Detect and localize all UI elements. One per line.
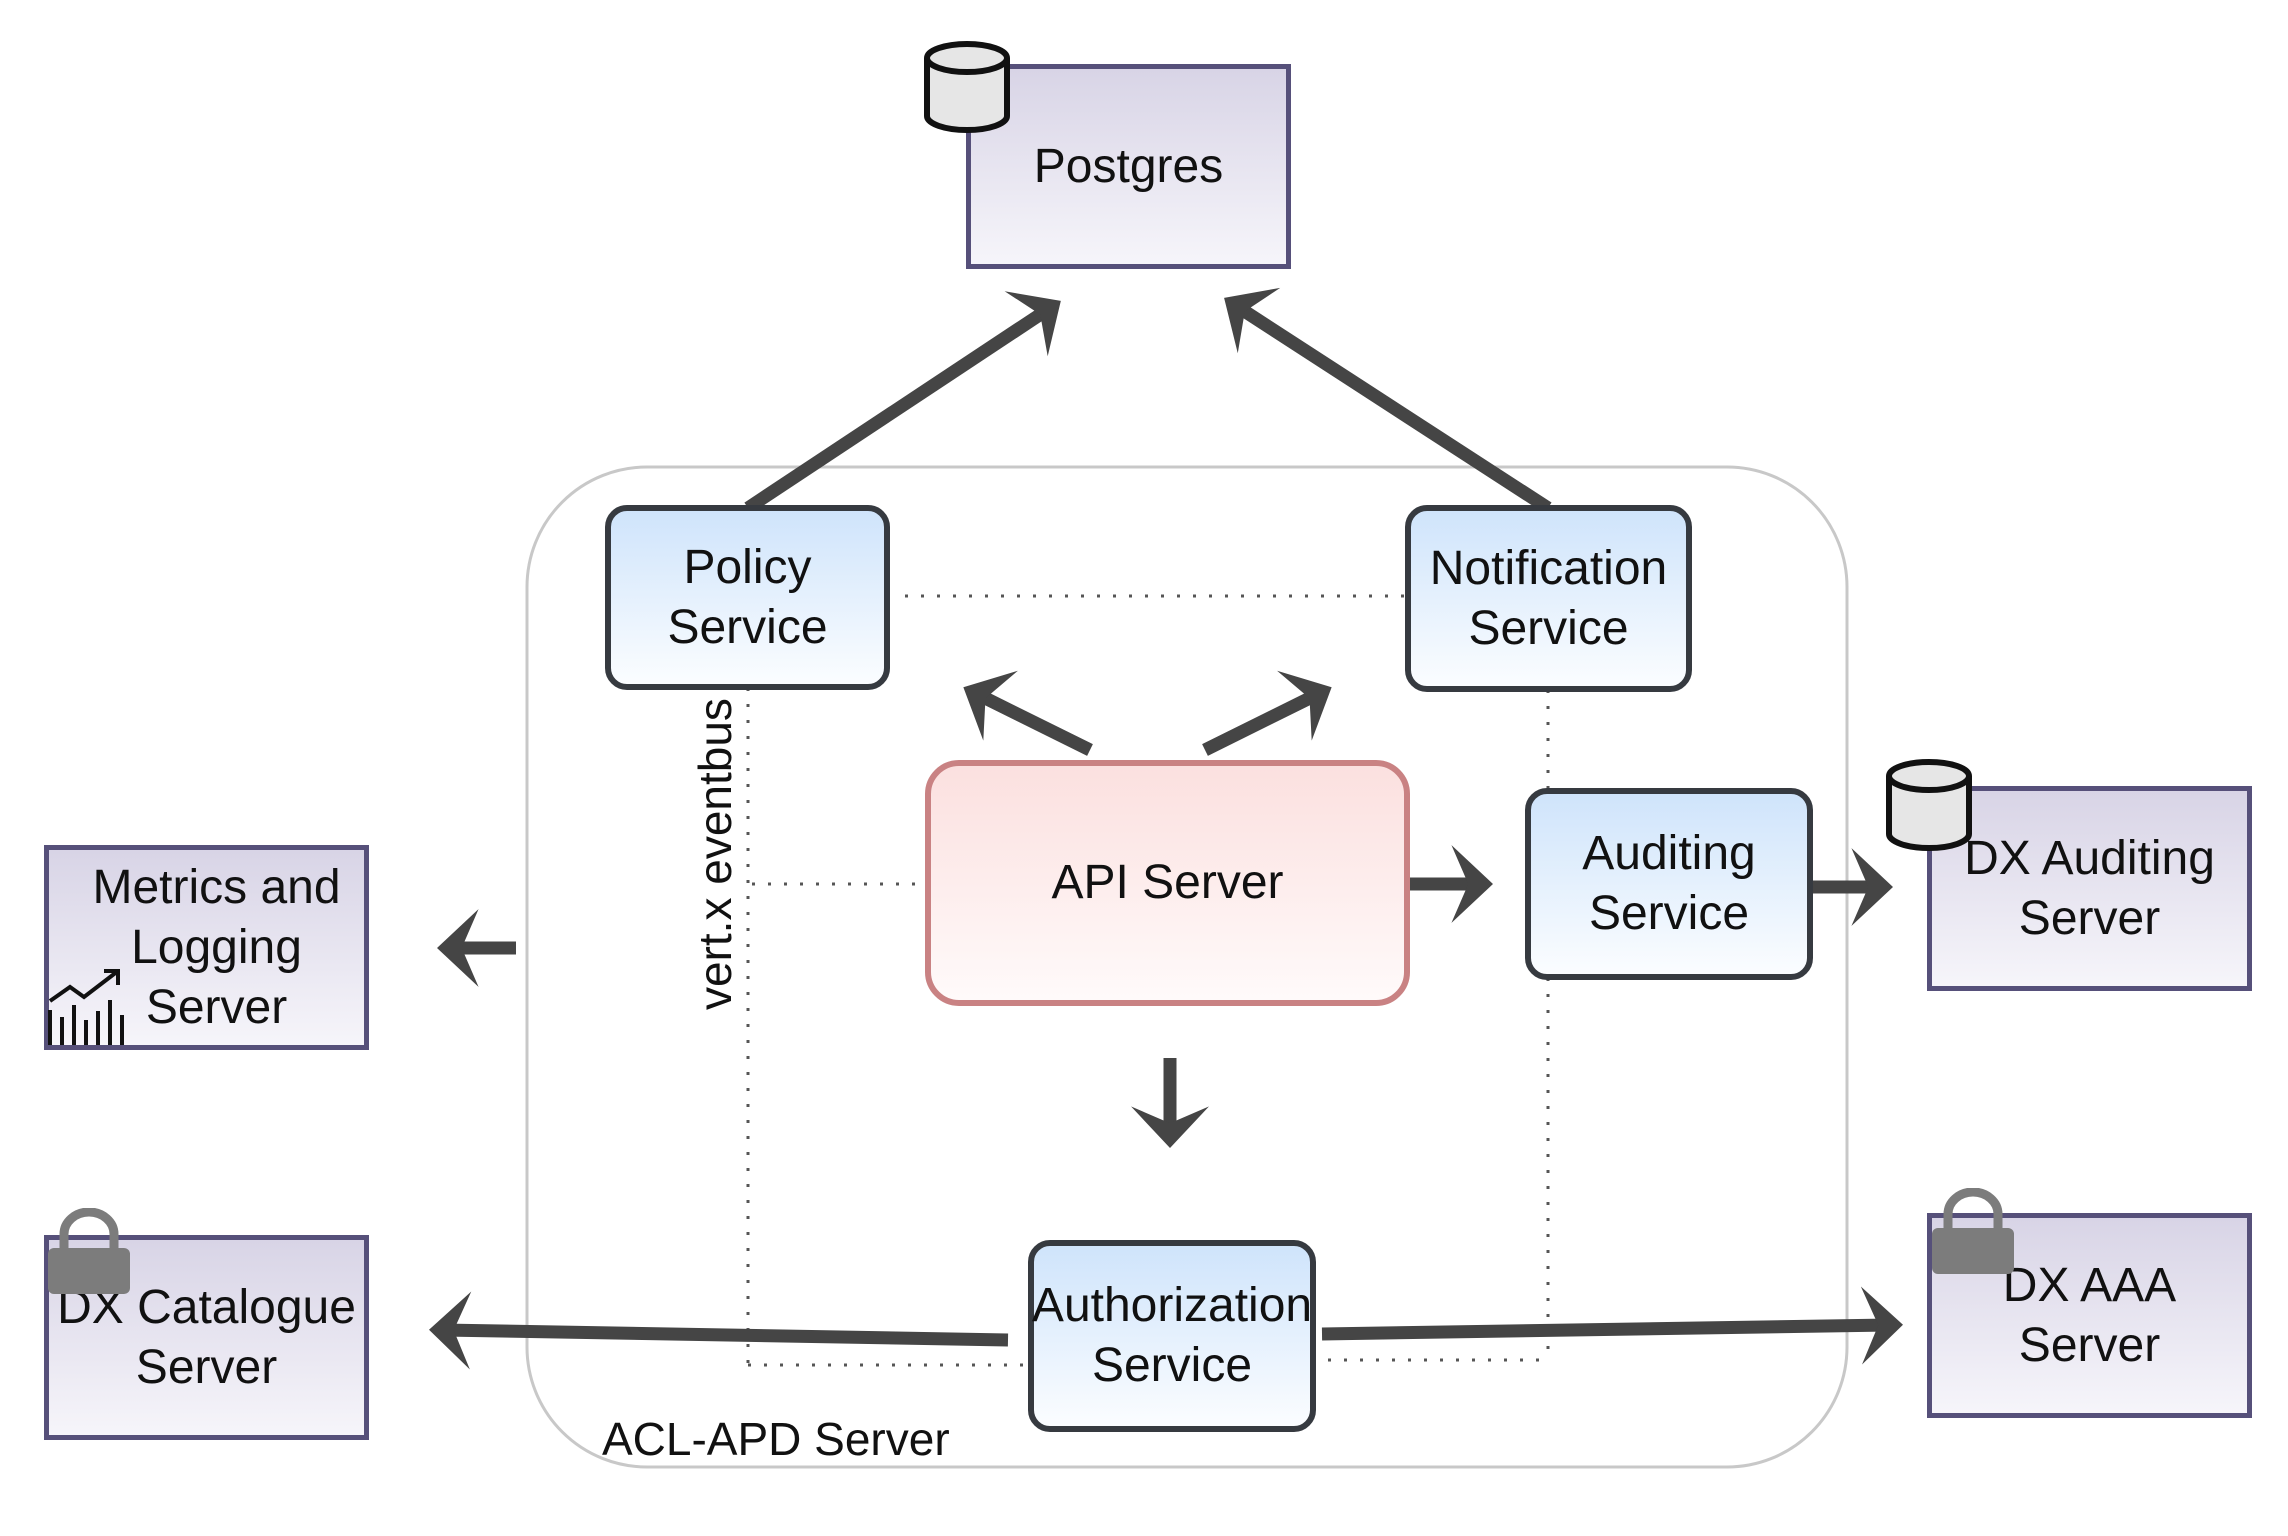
authorization-service-node: Authorization Service bbox=[1028, 1240, 1316, 1432]
arrow-notification-to-postgres bbox=[1224, 287, 1552, 514]
arrow-api-to-policy bbox=[963, 670, 1093, 756]
api-server-node: API Server bbox=[925, 760, 1410, 1006]
auditing-service-node: Auditing Service bbox=[1525, 788, 1813, 980]
lock-icon bbox=[1932, 1188, 2014, 1274]
policy-service-node: Policy Service bbox=[605, 505, 890, 690]
database-icon bbox=[924, 41, 1010, 133]
database-icon bbox=[1886, 759, 1972, 851]
eventbus-label: vert.x eventbus bbox=[689, 698, 741, 1010]
arrow-api-to-notification bbox=[1202, 670, 1332, 756]
eventbus-lines bbox=[746, 594, 1550, 1367]
notification-service-node: Notification Service bbox=[1405, 505, 1692, 692]
acl-apd-server-boundary bbox=[525, 465, 1849, 1469]
chart-icon bbox=[48, 969, 124, 1045]
dx-auditing-server-node: DX Auditing Server bbox=[1927, 786, 2252, 991]
postgres-node: Postgres bbox=[966, 64, 1291, 269]
boundary-label: ACL-APD Server bbox=[602, 1413, 950, 1465]
arrow-authorization-to-dx-catalogue bbox=[429, 1291, 1009, 1370]
arrow-policy-to-postgres bbox=[744, 291, 1061, 514]
lock-icon bbox=[48, 1208, 130, 1294]
arrow-authorization-to-dx-aaa bbox=[1321, 1286, 1903, 1365]
